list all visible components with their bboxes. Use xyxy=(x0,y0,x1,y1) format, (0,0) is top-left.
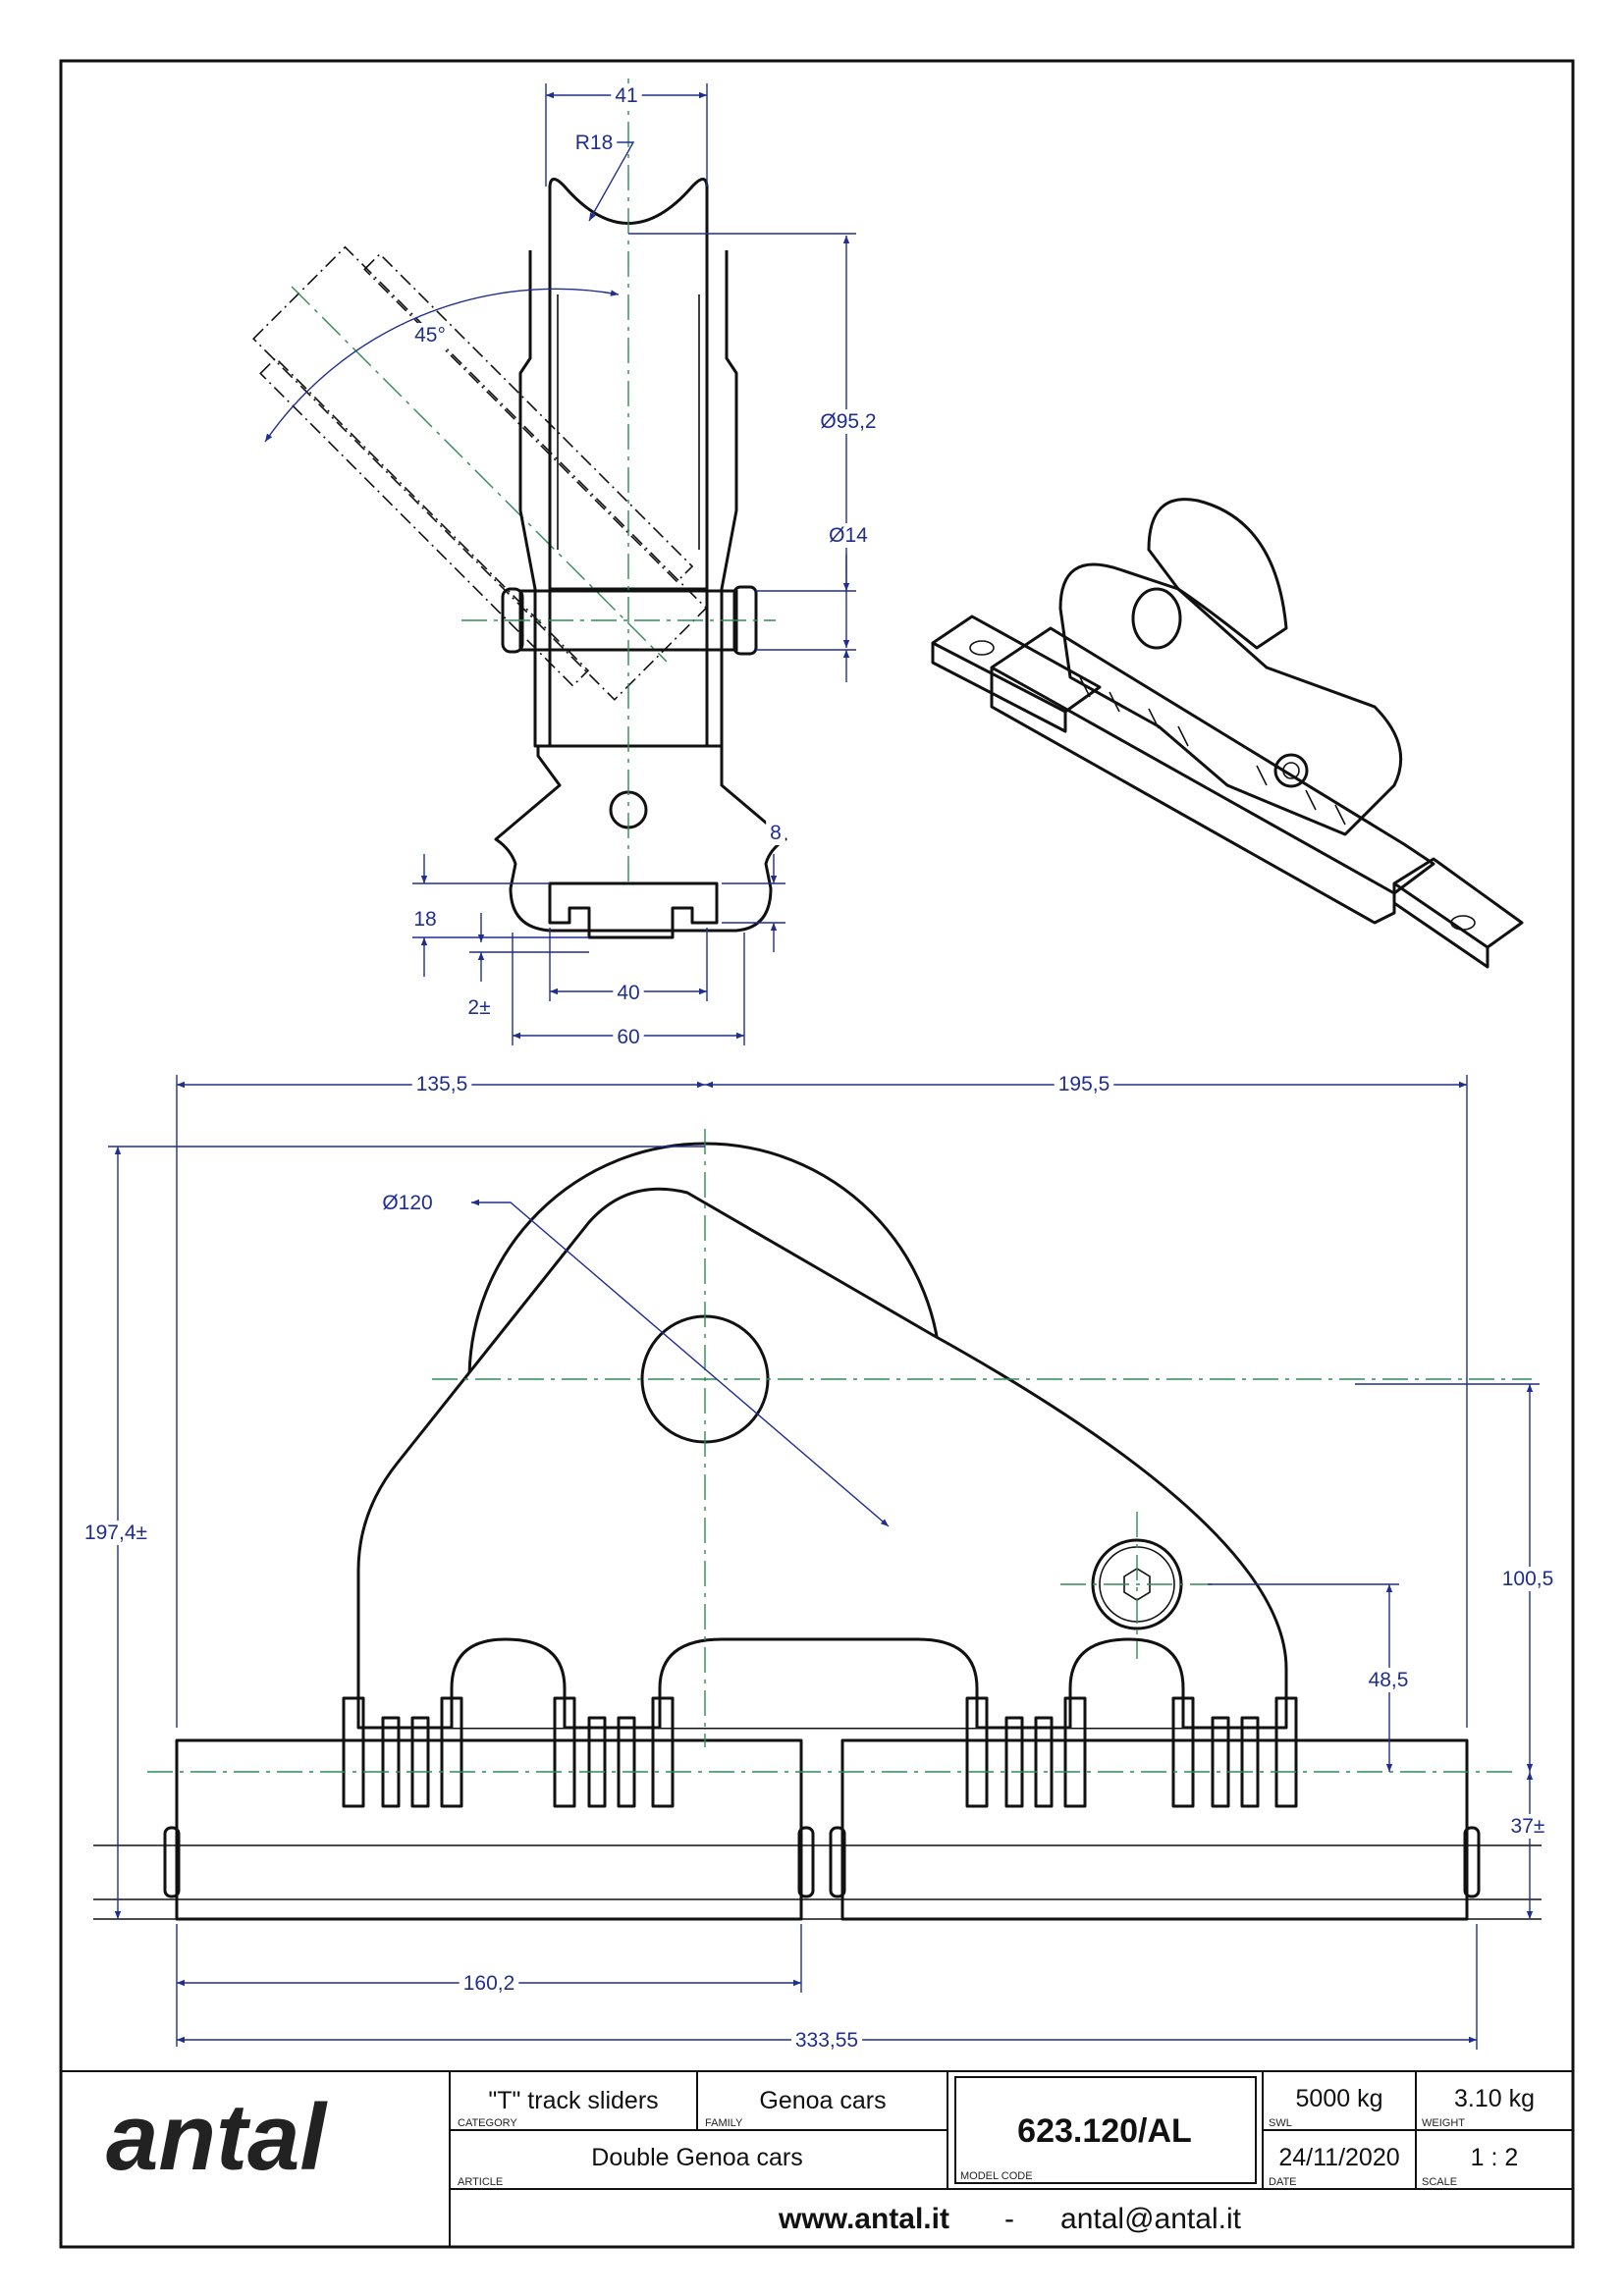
dimension-label-backing xyxy=(409,907,441,932)
dimension-label-backing xyxy=(459,1971,519,1996)
dim-8: 8 xyxy=(770,822,782,844)
swl-label: SWL xyxy=(1269,2117,1292,2129)
dim-48: 48,5 xyxy=(1369,1669,1409,1691)
dimension-label-backing xyxy=(410,323,450,347)
dimension-label-backing xyxy=(570,131,618,155)
dimension-label-backing xyxy=(1506,1814,1549,1839)
date-value: 24/11/2020 xyxy=(1278,2144,1399,2171)
left-cheek xyxy=(518,250,552,748)
title-block: antal "T" track sliders CATEGORY Genoa c… xyxy=(61,2070,1573,2247)
article-label: ARTICLE xyxy=(458,2176,503,2188)
scale-value: 1 : 2 xyxy=(1471,2144,1519,2171)
weight-value: 3.10 kg xyxy=(1454,2085,1535,2112)
antal-logo: antal xyxy=(106,2085,328,2190)
dim-r18: R18 xyxy=(575,132,614,154)
dimension-label-backing xyxy=(411,1072,472,1096)
swl-value: 5000 kg xyxy=(1296,2085,1383,2112)
dim-197: 197,4± xyxy=(84,1522,147,1544)
model-code-value: 623.120/AL xyxy=(1017,2112,1192,2150)
dimension-label-backing xyxy=(825,523,873,548)
dimension-label-backing xyxy=(1364,1668,1413,1692)
dim-195: 195,5 xyxy=(1058,1073,1110,1095)
dim-160: 160,2 xyxy=(463,1972,515,1995)
dim-18: 18 xyxy=(413,908,436,931)
dimension-label-backing xyxy=(611,83,642,108)
scale-label: SCALE xyxy=(1422,2176,1457,2188)
dimension-label-backing xyxy=(816,409,881,434)
right-cheek xyxy=(705,250,738,748)
category-value: "T" track sliders xyxy=(488,2087,658,2114)
iso-track xyxy=(931,614,1102,733)
contact-separator: - xyxy=(1004,2203,1014,2235)
dim-100: 100,5 xyxy=(1502,1568,1554,1590)
dim-2: 2± xyxy=(467,996,490,1019)
dimension-label-backing xyxy=(1497,1567,1558,1591)
left-car xyxy=(175,1738,803,1921)
car-body-front xyxy=(494,744,787,933)
drawing-frame xyxy=(59,59,1575,2249)
dimension-label-backing xyxy=(790,2028,863,2053)
dim-angle-45: 45° xyxy=(414,324,446,347)
iso-car-body xyxy=(990,626,1435,925)
family-label: FAMILY xyxy=(705,2117,743,2129)
track-section xyxy=(548,881,719,939)
right-car xyxy=(840,1738,1469,1921)
dimension-lines xyxy=(108,83,1540,2050)
dim-135: 135,5 xyxy=(416,1073,468,1095)
model-code-label: MODEL CODE xyxy=(960,2170,1033,2182)
dim-dia-120: Ø120 xyxy=(382,1192,432,1214)
dimension-label-backing xyxy=(463,995,495,1020)
side-view xyxy=(93,1129,1542,1921)
iso-sheave xyxy=(1147,498,1288,650)
dimension-label-backing xyxy=(613,981,644,1005)
dim-60: 60 xyxy=(617,1026,639,1048)
dim-dia-95: Ø95,2 xyxy=(820,410,876,433)
sheave-outline xyxy=(548,178,709,591)
stopper-teeth xyxy=(342,1696,1298,1808)
front-view xyxy=(252,79,787,939)
dimension-label-backing xyxy=(80,1521,152,1545)
email-link[interactable]: antal@antal.it xyxy=(1060,2203,1242,2235)
family-value: Genoa cars xyxy=(759,2087,886,2114)
dim-40: 40 xyxy=(617,982,639,1004)
bridge-arches xyxy=(450,1637,1185,1728)
isometric-view xyxy=(931,498,1524,969)
dimension-label-backing xyxy=(378,1191,437,1215)
dim-333: 333,55 xyxy=(795,2029,858,2052)
dim-dia-14: Ø14 xyxy=(829,524,868,547)
tilted-sheave-ghost xyxy=(252,245,708,701)
dim-41: 41 xyxy=(615,84,637,107)
dim-37: 37± xyxy=(1511,1815,1545,1838)
dimension-labels: 41 R18 45° Ø95,2 Ø14 8 18 2± 40 60 135,5… xyxy=(80,83,1558,2053)
dimension-label-backing xyxy=(766,821,785,845)
date-label: DATE xyxy=(1269,2176,1297,2188)
website-link[interactable]: www.antal.it xyxy=(778,2203,949,2235)
dimension-label-backing xyxy=(613,1025,644,1049)
dimension-label-backing xyxy=(1054,1072,1114,1096)
weight-label: WEIGHT xyxy=(1422,2117,1465,2129)
category-label: CATEGORY xyxy=(458,2117,517,2129)
iso-cheek xyxy=(1058,562,1403,836)
article-value: Double Genoa cars xyxy=(591,2144,802,2171)
